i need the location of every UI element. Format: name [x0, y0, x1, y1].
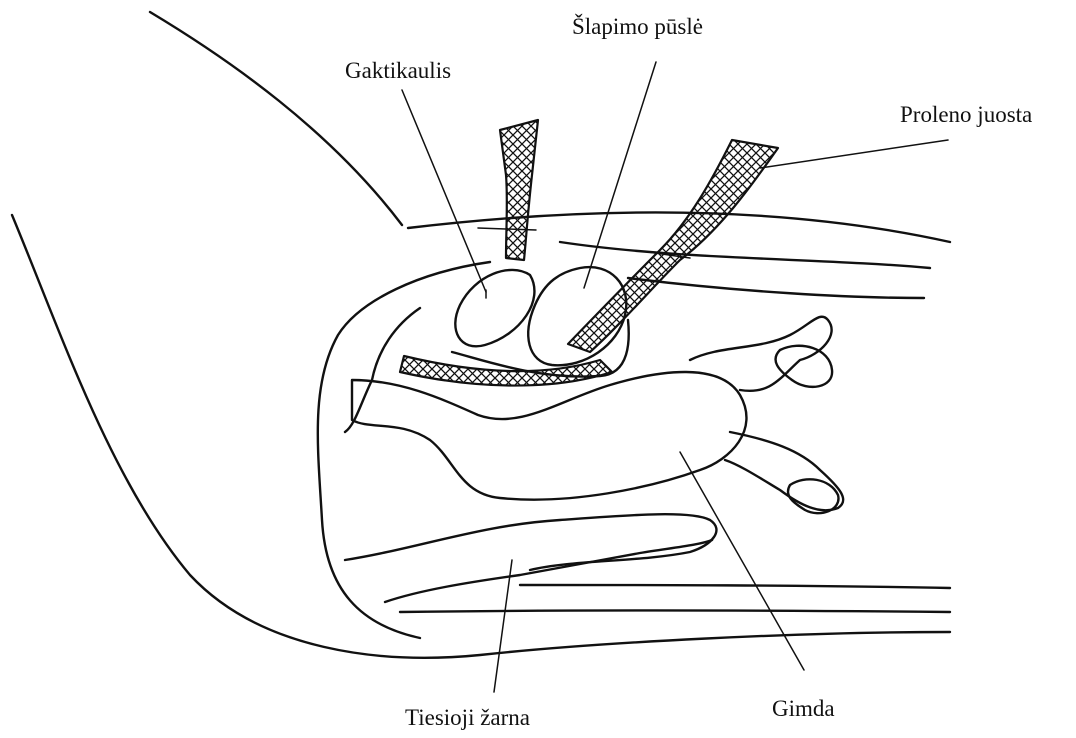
- rectum-top: [345, 514, 716, 570]
- label-bladder: Šlapimo pūslė: [572, 13, 703, 39]
- label-pubic-bone: Gaktikaulis: [345, 58, 451, 83]
- rectum-lower-2: [400, 611, 950, 613]
- tape-left-arm: [500, 120, 538, 260]
- rectum: [345, 514, 950, 612]
- left-ovary: [776, 346, 833, 387]
- right-adnexa: [725, 432, 843, 510]
- body-outline: [12, 12, 950, 658]
- wall-line-3: [628, 278, 924, 298]
- label-uterus: Gimda: [772, 696, 835, 721]
- rectum-lower-1: [520, 585, 950, 588]
- wall-line-2: [560, 242, 930, 268]
- label-prolene-tape: Proleno juosta: [900, 102, 1032, 127]
- pubic-bone: [455, 270, 534, 346]
- pubic-bone-shape: [455, 270, 534, 346]
- vaginal-canal: [352, 372, 746, 500]
- prolene-tape: [400, 120, 778, 386]
- rectum-wavy: [385, 540, 712, 602]
- label-rectum: Tiesioji žarna: [405, 705, 530, 730]
- back-contour: [150, 12, 402, 225]
- leader-prolene: [760, 140, 948, 168]
- leader-pubic-bone: [402, 90, 486, 292]
- leader-bladder: [584, 62, 656, 288]
- cavity-outline: [318, 262, 490, 638]
- leader-rectum: [494, 560, 512, 692]
- left-adnexa: [690, 317, 832, 391]
